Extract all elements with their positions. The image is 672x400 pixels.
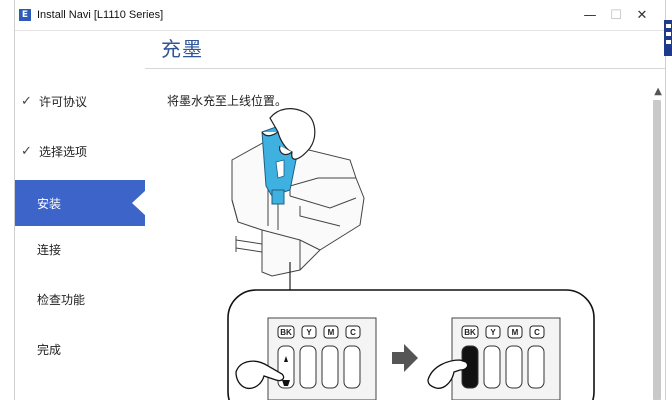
sidebar-item-options[interactable]: ✓ 选择选项 — [15, 128, 145, 174]
background-window-edge — [664, 20, 672, 56]
window-title: Install Navi [L1110 Series] — [37, 9, 164, 21]
title-bar: E Install Navi [L1110 Series] — ☐ ✕ — [15, 0, 665, 31]
sidebar-item-license[interactable]: ✓ 许可协议 — [15, 78, 145, 124]
check-icon: ✓ — [21, 143, 32, 159]
header-divider — [145, 68, 665, 69]
scrollbar-thumb[interactable] — [653, 100, 661, 400]
scroll-up-arrow-icon[interactable]: ▲ — [654, 86, 662, 97]
check-icon: ✓ — [21, 93, 32, 109]
maximize-button[interactable]: ☐ — [610, 7, 622, 23]
sidebar-item-label: 许可协议 — [39, 94, 88, 109]
sidebar-item-connect[interactable]: 连接 — [15, 226, 145, 272]
minimize-button[interactable]: — — [583, 7, 597, 23]
sidebar: ✓ 许可协议 ✓ 选择选项 安装 连接 检查功能 完成 — [15, 68, 146, 400]
active-pointer-icon — [132, 190, 146, 216]
sidebar-item-label: 安装 — [37, 196, 62, 211]
sidebar-item-label: 连接 — [37, 242, 62, 257]
sidebar-item-finish[interactable]: 完成 — [15, 326, 145, 372]
sidebar-item-install[interactable]: 安装 — [15, 180, 146, 226]
instruction-text: 将墨水充至上线位置。 — [167, 94, 288, 108]
sidebar-item-label: 检查功能 — [37, 292, 86, 307]
sidebar-item-label: 选择选项 — [39, 144, 88, 159]
close-button[interactable]: ✕ — [636, 7, 648, 23]
installer-window: E Install Navi [L1110 Series] — ☐ ✕ 充墨 ✓… — [14, 0, 666, 400]
sidebar-item-label: 完成 — [37, 342, 62, 357]
app-icon: E — [19, 9, 31, 21]
window-controls: — ☐ ✕ — [577, 6, 655, 24]
page-title: 充墨 — [161, 37, 203, 61]
sidebar-item-check-function[interactable]: 检查功能 — [15, 276, 145, 322]
